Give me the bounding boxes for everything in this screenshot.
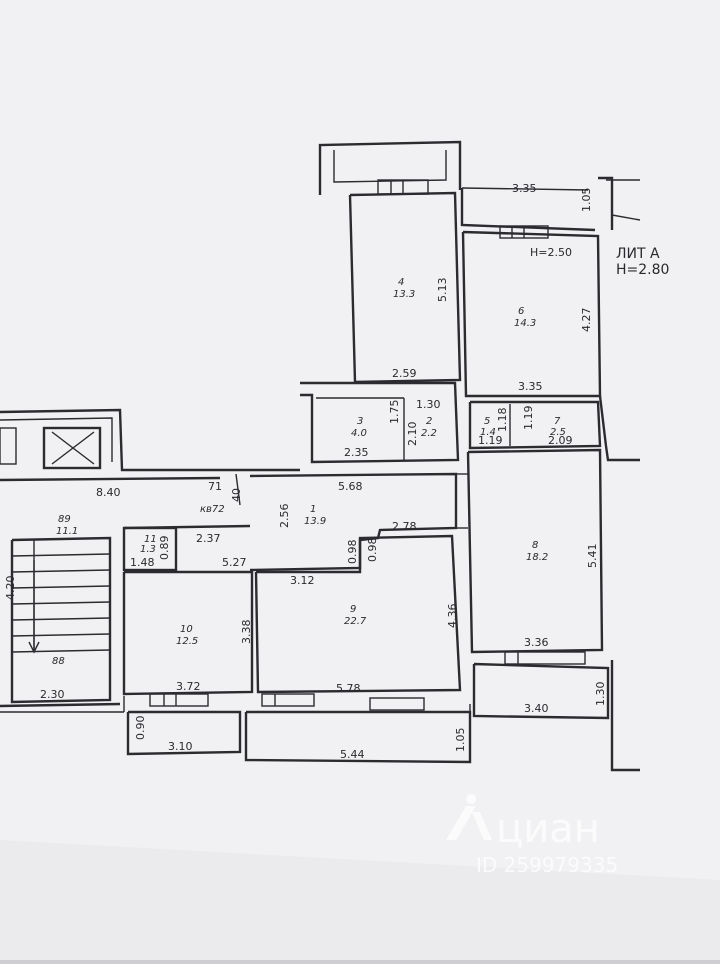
dim-2-10: 2.10 (406, 422, 419, 447)
room-6-label: 6 14.3 (514, 306, 536, 329)
room-8-label: 8 18.2 (526, 540, 548, 563)
room-3-label: 3 4.0 (351, 416, 367, 439)
svg-text:2: 2 (426, 416, 432, 427)
svg-text:2.2: 2.2 (421, 428, 437, 439)
svg-text:9: 9 (350, 604, 356, 615)
svg-text:4.0: 4.0 (351, 428, 367, 439)
dim-3-35-mid: 3.35 (518, 380, 543, 393)
svg-text:3: 3 (357, 416, 363, 427)
dim-2-59: 2.59 (392, 367, 417, 380)
svg-text:4: 4 (398, 277, 404, 288)
svg-text:13.3: 13.3 (393, 289, 415, 300)
room-7-label: 7 2.5 (550, 416, 566, 438)
dim-3-35-top: 3.35 (512, 182, 537, 195)
room-88-label: 88 (52, 656, 65, 667)
height-small-label: Н=2.50 (530, 246, 572, 259)
svg-text:1: 1 (310, 504, 316, 515)
lit-label: ЛИТ А (616, 246, 660, 262)
dimension-labels: 3.35 1.05 5.13 2.59 4.27 3.35 1.30 1.75 … (4, 182, 607, 761)
paper-shadow (0, 840, 720, 960)
svg-text:22.7: 22.7 (344, 616, 367, 627)
svg-text:13.9: 13.9 (304, 516, 326, 527)
svg-text:11: 11 (144, 534, 157, 545)
dim-5-68: 5.68 (338, 480, 363, 493)
height-label: Н=2.80 (616, 262, 669, 278)
dim-5-44: 5.44 (340, 748, 365, 761)
walls (0, 140, 641, 772)
dim-0-90: 0.90 (134, 716, 147, 741)
header-labels: ЛИТ А Н=2.80 Н=2.50 (530, 246, 669, 278)
dim-5-78: 5.78 (336, 682, 361, 695)
dim-8-40: 8.40 (96, 486, 121, 499)
svg-text:6: 6 (518, 306, 524, 317)
dim-0-98a: 0.98 (346, 540, 359, 565)
stair-arrow-head (28, 641, 40, 654)
svg-text:7: 7 (554, 416, 561, 427)
dim-1-19b: 1.19 (522, 406, 535, 431)
dim-2-09: 2.09 (548, 434, 573, 447)
dim-4-36: 4.36 (446, 604, 459, 629)
dim-40: 40 (230, 488, 243, 502)
svg-text:5: 5 (484, 416, 490, 427)
dim-5-13: 5.13 (436, 278, 449, 303)
dim-3-10: 3.10 (168, 740, 193, 753)
room-5-label: 5 1.4 (480, 416, 496, 438)
dim-4-20: 4.20 (4, 576, 17, 601)
svg-text:8: 8 (532, 540, 538, 551)
room-1-label: 1 13.9 (304, 504, 326, 527)
svg-text:12.5: 12.5 (176, 636, 198, 647)
room-10-label: 10 12.5 (176, 624, 198, 647)
svg-text:10: 10 (180, 624, 193, 635)
dim-1-19a: 1.19 (478, 434, 503, 447)
room-2-label: 2 2.2 (421, 416, 437, 439)
dim-1-75: 1.75 (388, 400, 401, 425)
dim-2-78: 2.78 (392, 520, 417, 533)
dim-71: 71 (208, 480, 222, 493)
svg-text:1.4: 1.4 (480, 427, 496, 438)
svg-text:89: 89 (58, 514, 71, 525)
watermark: циан ID 259979335 (446, 794, 618, 877)
dim-2-56: 2.56 (278, 504, 291, 529)
dim-1-48: 1.48 (130, 556, 155, 569)
dim-4-27: 4.27 (580, 308, 593, 333)
dim-2-37: 2.37 (196, 532, 221, 545)
dim-3-40: 3.40 (524, 702, 549, 715)
svg-text:88: 88 (52, 656, 65, 667)
dim-2-35: 2.35 (344, 446, 369, 459)
dim-2-30: 2.30 (40, 688, 65, 701)
dim-1-30-top: 1.30 (416, 398, 441, 411)
svg-text:2.5: 2.5 (550, 427, 566, 438)
svg-text:1.3: 1.3 (140, 544, 156, 555)
dim-5-27: 5.27 (222, 556, 247, 569)
dim-3-38: 3.38 (240, 620, 253, 645)
watermark-id: ID 259979335 (476, 853, 618, 877)
dim-5-41: 5.41 (586, 544, 599, 569)
room-89-label: 89 11.1 (56, 514, 78, 537)
room-9-label: 9 22.7 (344, 604, 367, 627)
dim-1-05-top: 1.05 (580, 188, 593, 213)
room-11-label: 11 1.3 (140, 534, 157, 555)
windows (149, 179, 586, 711)
svg-text:18.2: 18.2 (526, 552, 548, 563)
room-4-label: 4 13.3 (393, 277, 415, 300)
watermark-logo-icon (446, 794, 492, 840)
svg-text:11.1: 11.1 (56, 526, 78, 537)
dim-1-30-bot: 1.30 (594, 682, 607, 707)
dim-3-36: 3.36 (524, 636, 549, 649)
dim-3-12: 3.12 (290, 574, 315, 587)
room-labels: 4 13.3 6 14.3 3 4.0 2 2.2 5 1.4 7 2.5 1 … (52, 277, 566, 667)
dim-3-72: 3.72 (176, 680, 201, 693)
flat-label: кв72 (200, 504, 225, 515)
svg-text:14.3: 14.3 (514, 318, 536, 329)
watermark-brand: циан (496, 806, 600, 852)
dim-1-05-bot: 1.05 (454, 728, 467, 753)
dim-0-89: 0.89 (158, 536, 171, 561)
dim-0-98b: 0.98 (366, 538, 379, 563)
dim-1-18: 1.18 (496, 408, 509, 433)
